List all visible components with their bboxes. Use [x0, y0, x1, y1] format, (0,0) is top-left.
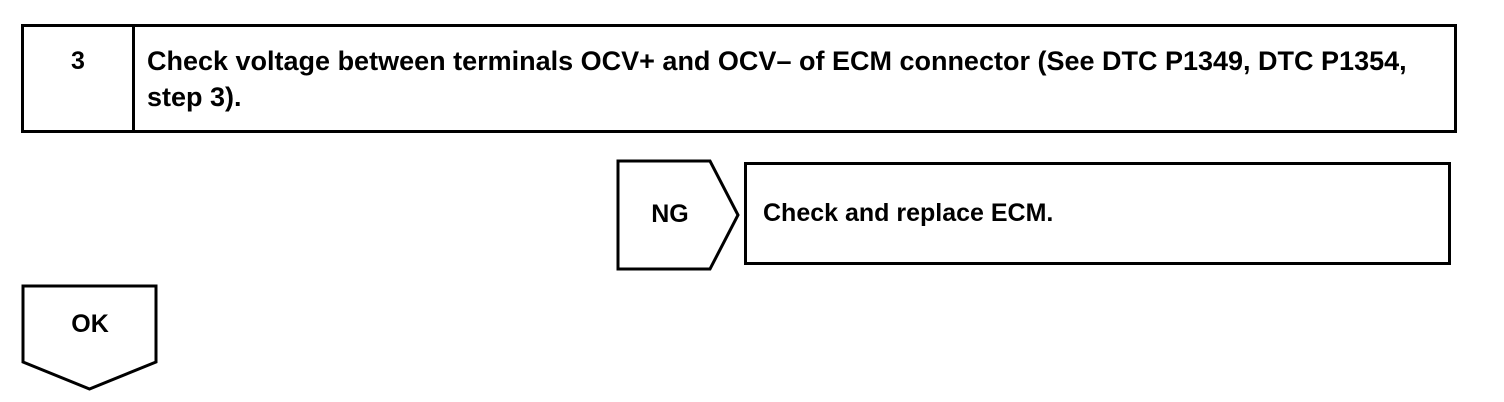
ng-action-text: Check and replace ECM.: [763, 199, 1054, 227]
ok-label: OK: [71, 310, 109, 338]
ng-action-box: Check and replace ECM.: [744, 162, 1451, 265]
step-number: 3: [24, 27, 135, 130]
ng-arrow-shape: [616, 159, 740, 271]
ng-label: NG: [651, 200, 689, 228]
ok-arrow-shape: [21, 284, 158, 391]
step-instruction: Check voltage between terminals OCV+ and…: [147, 46, 1407, 112]
step-box: 3 Check voltage between terminals OCV+ a…: [21, 24, 1457, 133]
